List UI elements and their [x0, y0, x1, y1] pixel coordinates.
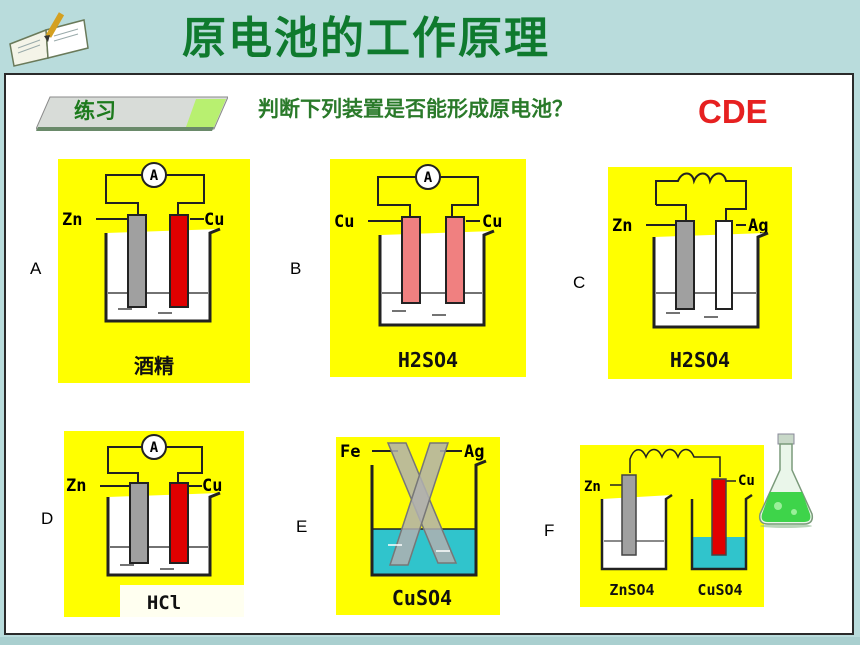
question-text: 判断下列装置是否能形成原电池？: [258, 97, 573, 121]
panel-b: A Cu Cu H2SO4: [330, 159, 526, 377]
right-electrode-label: Cu: [204, 210, 224, 230]
panel-d: A Zn Cu HCl: [64, 431, 244, 617]
left-solution-label: ZnSO4: [609, 581, 654, 599]
panel-e: Fe Ag CuSO4: [336, 437, 500, 615]
green-flask-icon: [758, 433, 814, 528]
solution-label: CuSO4: [392, 586, 452, 610]
ammeter-label: A: [150, 168, 159, 184]
bottom-edge: [0, 637, 860, 645]
right-electrode-label: Cu: [482, 212, 502, 232]
open-book-icon: [9, 12, 89, 67]
left-electrode-label: Zn: [66, 476, 86, 496]
panel-letter-c: C: [573, 273, 586, 292]
right-electrode-label: Ag: [464, 442, 484, 462]
ammeter-label: A: [150, 440, 159, 456]
exercise-tag-shape: [36, 96, 228, 131]
left-electrode-label: Zn: [584, 479, 601, 495]
panel-c: Zn Ag H2SO4: [608, 167, 792, 379]
panel-letter-d: D: [41, 509, 54, 528]
left-electrode-label: Fe: [340, 442, 360, 462]
panel-letter-f: F: [544, 521, 555, 540]
solution-label: H2SO4: [670, 348, 730, 372]
panel-a: A Zn Cu 酒精: [58, 159, 250, 383]
panel-letter-a: A: [30, 259, 42, 278]
solution-label: HCl: [147, 592, 181, 614]
right-electrode-label: Cu: [738, 473, 755, 489]
solution-label: H2SO4: [398, 348, 458, 372]
slide-title: 原电池的工作原理: [182, 13, 550, 64]
solution-label: 酒精: [134, 354, 174, 378]
ammeter-label: A: [424, 170, 433, 186]
right-electrode-label: Ag: [748, 216, 768, 236]
right-electrode-label: Cu: [202, 476, 222, 496]
panel-f: Zn Cu ZnSO4 CuSO4: [580, 445, 764, 607]
panel-letter-b: B: [290, 259, 302, 278]
left-electrode-label: Zn: [62, 210, 82, 230]
answer-text: CDE: [698, 93, 768, 130]
left-electrode-label: Cu: [334, 212, 354, 232]
left-electrode-label: Zn: [612, 216, 632, 236]
content-area: 练习 判断下列装置是否能形成原电池？ CDE A B C D E F A Zn …: [4, 73, 854, 635]
right-solution-label: CuSO4: [697, 581, 742, 599]
exercise-tag-label: 练习: [74, 99, 116, 123]
panel-letter-e: E: [296, 517, 308, 536]
